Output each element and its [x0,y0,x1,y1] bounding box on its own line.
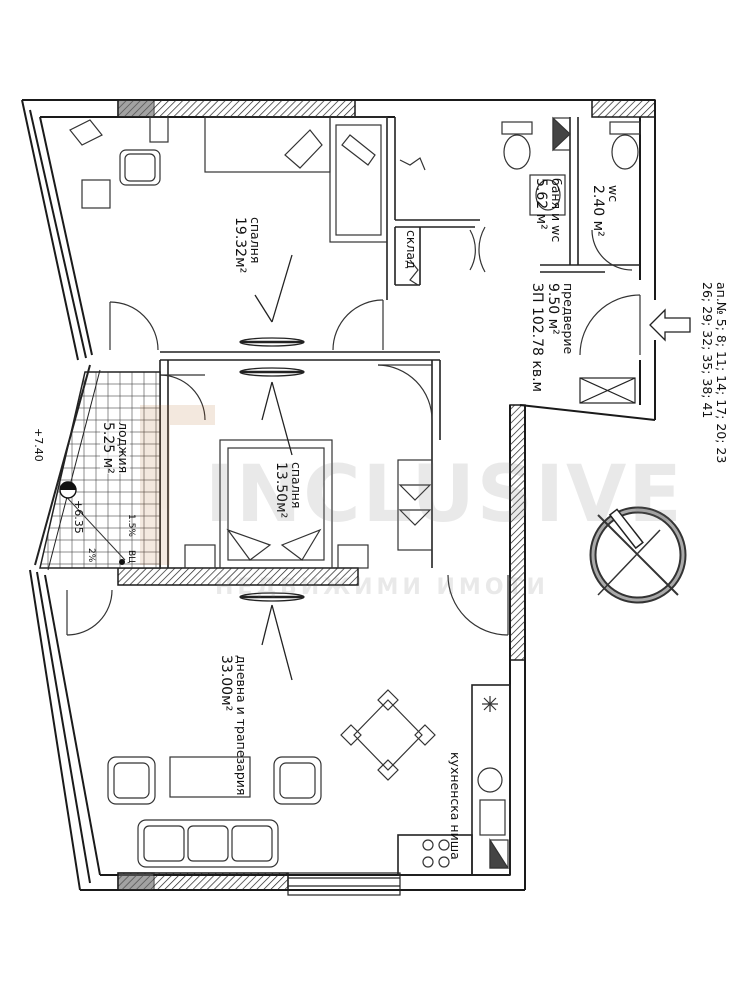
hall-area: 9.50 м² [544,283,561,335]
light-fixtures [239,254,305,681]
loggia-label: лоджия 5.25 м² [99,422,131,474]
entrance-arrow [649,308,691,342]
north-compass [589,506,687,604]
wc-area: 2.40 м² [589,185,606,237]
bathroom-label: баня и wc 5.62 м² [532,178,564,243]
loggia-name: лоджия [116,422,131,474]
bedroom1-label: спалня 19.32м² [231,217,263,274]
living-label: дневна и трапезария 33.00м² [217,655,249,796]
watermark-mark [140,405,215,565]
bathroom-name: баня и wc [549,178,564,243]
hall-label: предверие 9.50 м² ЗП 102.78 кв.м [528,283,576,393]
bedroom2-name: спалня [289,462,304,509]
bedroom2-label: спалня 13.50м² [272,462,304,519]
kitchen-name: кухненска ниша [448,752,463,860]
level-upper: +7.40 [32,428,45,462]
bedroom2-furniture [184,439,433,569]
storage-name: склад [404,230,419,269]
apartments-line2: 26; 29; 32; 35; 38; 41 [699,282,715,419]
storage-label: склад [404,230,419,269]
slope-b: 2% [86,548,96,563]
bathroom-fixtures [399,116,641,286]
apartments-line1: ап.№ 5; 8; 11; 14; 17; 20; 23 [714,282,729,464]
panel-box [579,377,636,404]
apartments-info: ап.№ 5; 8; 11; 14; 17; 20; 23 26; 29; 32… [699,282,729,464]
living-area: 33.00м² [217,655,234,712]
wc-label: wc 2.40 м² [589,185,621,237]
bedroom1-area: 19.32м² [231,217,248,274]
hatched-walls [117,99,656,891]
living-furniture [107,689,510,869]
kitchen-label: кухненска ниша [448,752,463,860]
window-bottom [287,872,401,896]
level-lower: +6.35 [72,500,85,534]
hall-name: предверие [561,283,576,355]
bathroom-area: 5.62 м² [532,178,549,230]
wc-name: wc [606,185,621,203]
bedroom1-furniture [69,116,388,243]
loggia-area: 5.25 м² [99,422,116,474]
drain-label: ВЦ [126,550,136,564]
total-area: ЗП 102.78 кв.м [528,283,545,393]
living-name: дневна и трапезария [234,655,249,796]
door-swings [66,226,641,636]
bedroom1-name: спалня [248,217,263,264]
slope-a: 1.5% [126,514,136,537]
bedroom2-area: 13.50м² [272,462,289,519]
